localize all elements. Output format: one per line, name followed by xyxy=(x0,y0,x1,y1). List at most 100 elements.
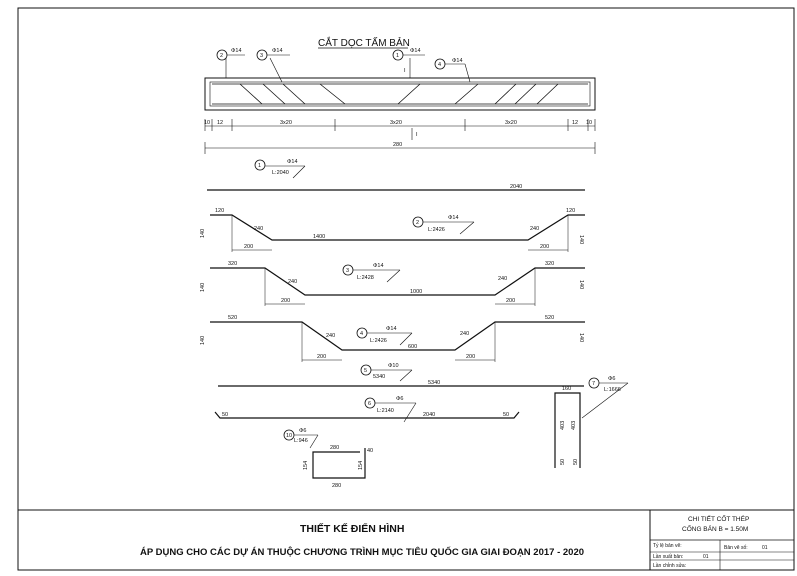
svg-text:40: 40 xyxy=(367,448,373,454)
sheet-no-label: Bản vẽ số: xyxy=(724,545,748,551)
svg-text:5340: 5340 xyxy=(428,380,440,386)
svg-text:154: 154 xyxy=(303,461,309,470)
svg-text:6: 6 xyxy=(368,401,371,407)
svg-text:50: 50 xyxy=(222,412,228,418)
svg-text:160: 160 xyxy=(562,386,571,392)
svg-text:50: 50 xyxy=(573,459,579,465)
svg-text:200: 200 xyxy=(466,354,475,360)
svg-text:3: 3 xyxy=(260,53,263,59)
sheet-no: 01 xyxy=(762,545,768,551)
svg-text:1400: 1400 xyxy=(313,234,325,240)
svg-text:120: 120 xyxy=(215,208,224,214)
bar-4: 520 240 600 240 520 140 140 200 200 4 Φ1… xyxy=(200,315,585,362)
svg-text:L:2140: L:2140 xyxy=(377,408,394,414)
svg-text:Φ14: Φ14 xyxy=(231,48,242,54)
svg-text:L:2426: L:2426 xyxy=(428,227,445,233)
svg-text:200: 200 xyxy=(540,244,549,250)
svg-text:Φ14: Φ14 xyxy=(373,263,384,269)
dim-3x20-mid: 3x20 xyxy=(390,120,402,126)
slab-outline xyxy=(204,77,596,111)
svg-text:240: 240 xyxy=(326,333,335,339)
title-line-2: ÁP DỤNG CHO CÁC DỰ ÁN THUỘC CHƯƠNG TRÌNH… xyxy=(140,546,584,558)
svg-text:280: 280 xyxy=(332,483,341,489)
sheet-border xyxy=(17,7,795,571)
svg-text:Φ10: Φ10 xyxy=(388,363,399,369)
section-title: CẮT DỌC TẤM BẢN xyxy=(318,36,410,49)
title-line-1: THIẾT KẾ ĐIỂN HÌNH xyxy=(300,522,404,535)
dimension-row-1 xyxy=(204,119,596,131)
bar-3: 320 240 1000 240 320 140 140 200 200 3 Φ… xyxy=(200,261,585,306)
svg-text:Φ14: Φ14 xyxy=(287,159,298,165)
svg-text:7: 7 xyxy=(592,381,595,387)
svg-text:154: 154 xyxy=(358,461,364,470)
svg-text:L:2040: L:2040 xyxy=(272,170,289,176)
svg-text:10: 10 xyxy=(286,433,292,439)
svg-text:200: 200 xyxy=(244,244,253,250)
svg-text:Φ14: Φ14 xyxy=(452,58,463,64)
section-label-3: 3 Φ14 xyxy=(256,48,290,83)
svg-text:L:946: L:946 xyxy=(294,438,308,444)
bar-1: 1 Φ14 L:2040 2040 xyxy=(207,159,585,191)
dim-3x20-right: 3x20 xyxy=(505,120,517,126)
svg-text:140: 140 xyxy=(200,336,206,345)
svg-text:1: 1 xyxy=(396,53,399,59)
svg-text:2: 2 xyxy=(416,220,419,226)
svg-text:240: 240 xyxy=(460,331,469,337)
svg-text:240: 240 xyxy=(254,226,263,232)
slab-bent-bars xyxy=(239,83,559,105)
svg-text:L:2426: L:2426 xyxy=(370,338,387,344)
dim-10-left: 10 xyxy=(204,120,210,126)
bar-6: 6 Φ6 L:2140 50 2040 50 xyxy=(214,396,520,423)
revision-label: Lần xuất bản: xyxy=(653,554,683,560)
svg-text:403: 403 xyxy=(571,421,577,430)
title-block xyxy=(18,509,794,570)
svg-text:Φ14: Φ14 xyxy=(386,326,397,332)
bar-5: 5 Φ10 5340 5340 xyxy=(218,363,584,387)
dim-total: 280 xyxy=(393,142,402,148)
svg-text:240: 240 xyxy=(498,276,507,282)
dim-12-right: 12 xyxy=(572,120,578,126)
dim-12-left: 12 xyxy=(217,120,223,126)
svg-text:280: 280 xyxy=(330,445,339,451)
svg-text:Φ6: Φ6 xyxy=(396,396,403,402)
svg-text:320: 320 xyxy=(545,261,554,267)
svg-text:2040: 2040 xyxy=(423,412,435,418)
svg-text:2: 2 xyxy=(220,53,223,59)
section-cut-mark: I xyxy=(416,132,418,138)
dim-3x20-left: 3x20 xyxy=(280,120,292,126)
bar-10: 10 Φ6 L:946 280 40 154 154 280 xyxy=(283,428,373,489)
svg-text:5: 5 xyxy=(364,368,367,374)
svg-text:120: 120 xyxy=(566,208,575,214)
svg-text:140: 140 xyxy=(200,283,206,292)
section-label-4: 4 Φ14 xyxy=(434,58,471,83)
revision: 01 xyxy=(703,554,709,560)
svg-text:Φ6: Φ6 xyxy=(608,376,615,382)
section-label-1: 1 Φ14 I xyxy=(392,48,425,78)
svg-text:2040: 2040 xyxy=(510,184,522,190)
svg-text:Φ14: Φ14 xyxy=(410,48,421,54)
svg-text:200: 200 xyxy=(281,298,290,304)
svg-text:L:1666: L:1666 xyxy=(604,387,621,393)
svg-text:1: 1 xyxy=(258,163,261,169)
svg-text:Φ14: Φ14 xyxy=(272,48,283,54)
svg-text:4: 4 xyxy=(360,331,363,337)
svg-text:I: I xyxy=(404,68,406,74)
svg-text:140: 140 xyxy=(578,280,584,289)
svg-text:520: 520 xyxy=(228,315,237,321)
svg-text:4: 4 xyxy=(438,62,441,68)
svg-text:140: 140 xyxy=(578,235,584,244)
edit-label: Lần chỉnh sửa: xyxy=(653,562,686,569)
svg-text:1000: 1000 xyxy=(410,289,422,295)
svg-text:50: 50 xyxy=(560,459,566,465)
section-label-2: 2 Φ14 xyxy=(216,48,245,78)
svg-text:200: 200 xyxy=(317,354,326,360)
bar-7: 160 403 403 50 50 7 Φ6 L:1666 xyxy=(554,376,629,468)
sheet-name-2: CỐNG BẢN B = 1.50M xyxy=(682,523,748,533)
dim-10-right: 10 xyxy=(586,120,592,126)
svg-text:520: 520 xyxy=(545,315,554,321)
svg-text:Φ14: Φ14 xyxy=(448,215,459,221)
sheet-name-1: CHI TIẾT CỐT THÉP xyxy=(688,513,749,523)
svg-text:140: 140 xyxy=(200,229,206,238)
svg-text:50: 50 xyxy=(503,412,509,418)
svg-text:320: 320 xyxy=(228,261,237,267)
